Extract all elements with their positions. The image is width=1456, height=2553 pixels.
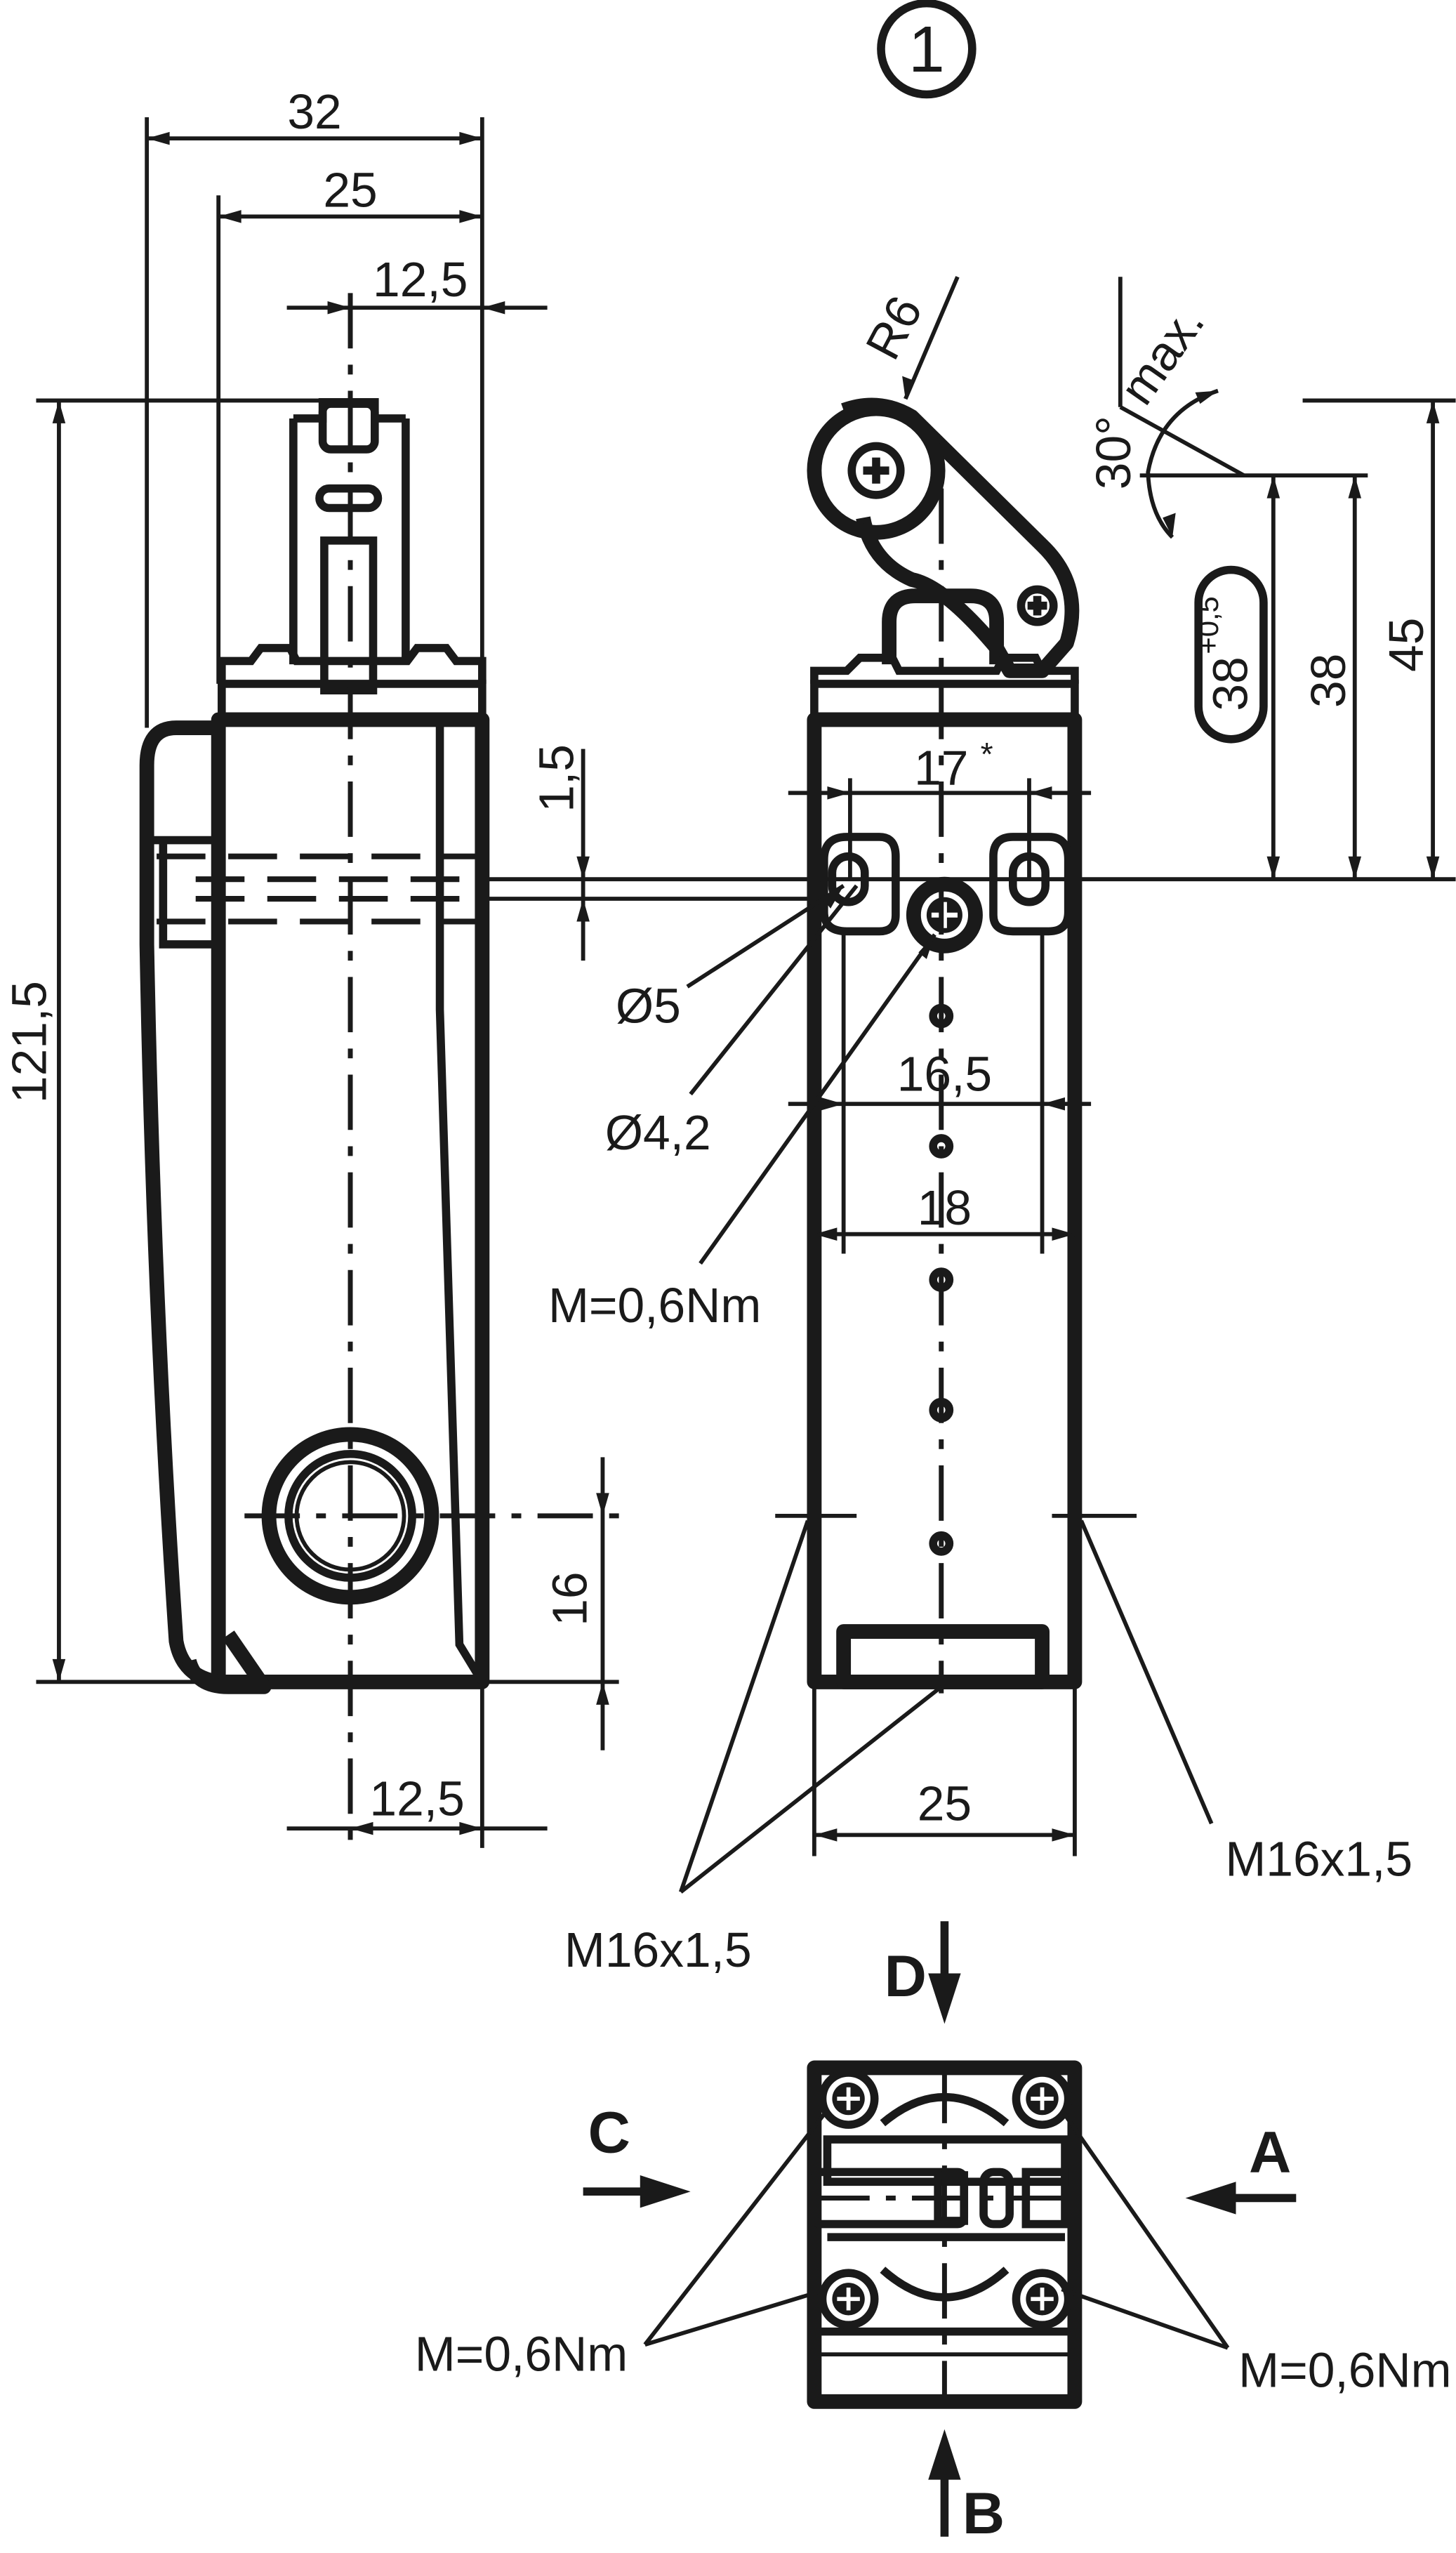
view-number-circle xyxy=(877,0,977,99)
dim-height-38-tol-base: 38 xyxy=(1203,657,1258,711)
view-number-marker: 1 xyxy=(877,0,977,99)
dim-spacing-18: 18 xyxy=(918,1180,972,1235)
dim-hole-d5: Ø5 xyxy=(616,978,681,1033)
dim-torque-right: M=0,6Nm xyxy=(1238,2342,1451,2397)
dim-height-45: 45 xyxy=(1379,618,1434,672)
dim-angle: 30° xyxy=(1086,416,1141,489)
dim-thread-left: M16x1,5 xyxy=(564,1922,752,1977)
front-roller-hub xyxy=(847,442,905,499)
top-view xyxy=(807,2060,1083,2409)
dim-width-25-top: 25 xyxy=(323,162,377,217)
side-body-edge xyxy=(435,719,486,1684)
dim-height-38: 38 xyxy=(1301,654,1356,708)
direction-d: D xyxy=(885,1943,927,2009)
dim-hole-d4-2: Ø4,2 xyxy=(605,1105,711,1160)
side-cover-hinge xyxy=(147,836,219,949)
top-screw-br xyxy=(1012,2269,1073,2330)
dim-thread-right: M16x1,5 xyxy=(1225,1831,1412,1886)
front-view xyxy=(775,397,1456,1694)
side-view-dimensions: 32 25 12,5 121,5 1,5 16 12 xyxy=(1,84,814,1848)
top-screw-bl xyxy=(818,2269,879,2330)
front-right-boss xyxy=(989,833,1073,936)
front-left-boss xyxy=(820,833,900,936)
top-view-annotations: M=0,6Nm M=0,6Nm D C A B xyxy=(415,1921,1452,2546)
front-lever-pivot xyxy=(1017,585,1058,626)
dim-spacing-17-mark: * xyxy=(981,736,993,772)
dim-torque-left: M=0,6Nm xyxy=(415,2326,628,2381)
direction-a: A xyxy=(1249,2118,1291,2184)
dim-height-38-tol-upper: +0,5 xyxy=(1191,596,1224,654)
dim-roller-radius: R6 xyxy=(855,287,933,368)
top-screw-tr xyxy=(1012,2069,1073,2129)
dim-width-12-5-bottom: 12,5 xyxy=(369,1772,464,1826)
dim-torque-front: M=0,6Nm xyxy=(548,1278,761,1333)
direction-b: B xyxy=(962,2480,1005,2546)
front-view-dimensions: R6 30° max. 38 +0,5 38 45 17 * xyxy=(548,276,1456,1977)
dim-height-121-5: 121,5 xyxy=(1,981,56,1103)
dim-width-32: 32 xyxy=(287,84,341,139)
top-screw-tl xyxy=(818,2069,879,2129)
dim-height-16: 16 xyxy=(542,1571,597,1625)
front-roller xyxy=(807,401,946,540)
direction-c: C xyxy=(588,2099,630,2165)
dim-height-38-tol-box xyxy=(1194,565,1268,744)
dim-width-25-bottom: 25 xyxy=(918,1776,972,1831)
front-center-screw xyxy=(906,876,983,954)
dim-spacing-17: 17 xyxy=(914,741,968,796)
side-back-cover xyxy=(139,720,220,1689)
dim-offset-1-5: 1,5 xyxy=(529,744,584,812)
dim-spacing-16-5: 16,5 xyxy=(897,1047,992,1102)
dim-width-12-5-top: 12,5 xyxy=(373,252,468,307)
view-number: 1 xyxy=(908,13,945,86)
front-top-cap xyxy=(810,654,1079,684)
